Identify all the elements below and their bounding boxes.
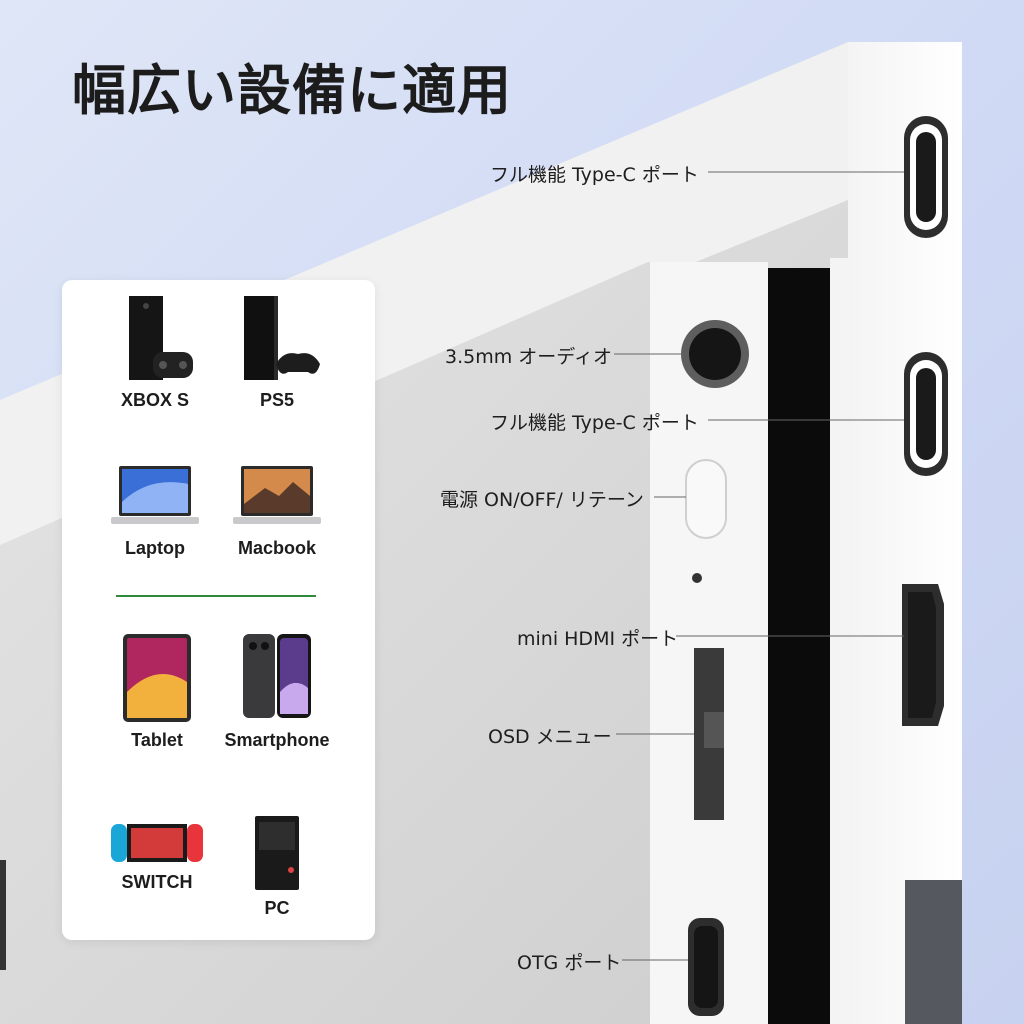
hdmi-port-label: mini HDMI ポート — [517, 628, 679, 650]
device-ps5: PS5 — [212, 294, 342, 411]
device-label: Tablet — [131, 730, 183, 750]
device-label: Smartphone — [224, 730, 330, 750]
panel-divider — [116, 595, 316, 597]
ps-console-icon — [244, 296, 320, 380]
device-xbox: XBOX S — [90, 294, 220, 411]
device-label: Macbook — [237, 538, 316, 558]
laptop-icon — [111, 466, 199, 524]
device-smartphone: Smartphone — [212, 632, 342, 751]
device-label: XBOX S — [120, 390, 190, 410]
typec-port-label-top: フル機能 Type-C ポート — [490, 164, 699, 186]
tablet-icon — [123, 634, 191, 722]
audio-port-label: 3.5mm オーディオ — [445, 346, 612, 368]
device-label: Laptop — [125, 538, 185, 558]
switch-console-icon — [111, 824, 203, 862]
pc-tower-icon — [255, 816, 299, 890]
device-tablet: Tablet — [92, 632, 222, 751]
device-label: PC — [264, 898, 290, 918]
xbox-console-icon — [129, 296, 193, 380]
macbook-icon — [233, 466, 321, 524]
typec-port-label-2: フル機能 Type-C ポート — [490, 412, 699, 434]
page-title: 幅広い設備に適用 — [72, 59, 512, 122]
device-switch: SWITCH — [92, 820, 222, 893]
osd-menu-label: OSD メニュー — [488, 726, 612, 748]
device-laptop: Laptop — [90, 462, 220, 559]
smartphone-icon — [243, 634, 311, 718]
compatible-devices-panel: XBOX S PS5 Laptop Macbook — [62, 280, 375, 940]
power-button-label: 電源 ON/OFF/ リテーン — [440, 489, 644, 511]
device-label: PS5 — [259, 390, 295, 410]
device-macbook: Macbook — [212, 462, 342, 559]
device-pc: PC — [212, 814, 342, 919]
otg-port-label: OTG ポート — [517, 952, 622, 974]
device-label: SWITCH — [121, 872, 193, 892]
